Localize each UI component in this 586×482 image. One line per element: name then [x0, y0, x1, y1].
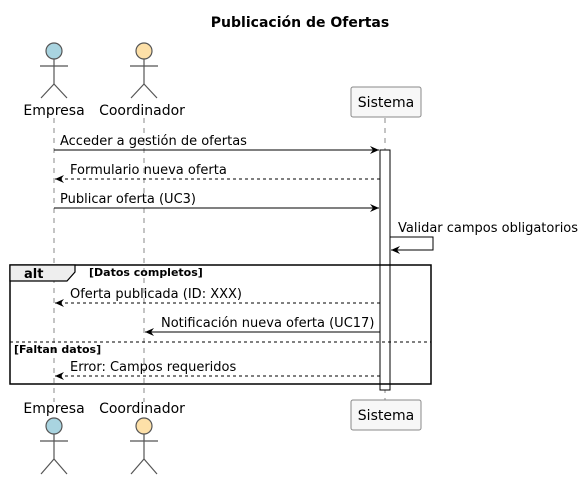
message-m1: Acceder a gestión de ofertas: [54, 134, 379, 154]
participant-sistema-top: Sistema: [350, 86, 422, 118]
message-label: Oferta publicada (ID: XXX): [70, 287, 242, 302]
actor-head-icon: [45, 42, 63, 60]
diagram-title: Publicación de Ofertas: [211, 15, 389, 31]
message-label: Notificación nueva oferta (UC17): [161, 316, 374, 331]
fragment-tab: [9, 264, 76, 282]
message-label: Validar campos obligatorios: [398, 221, 578, 236]
actor-empresa-top: Empresa: [23, 42, 85, 119]
message-m5: Oferta publicada (ID: XXX): [55, 287, 380, 307]
actor-label-empresa: Empresa: [23, 401, 84, 417]
actor-label-empresa: Empresa: [23, 103, 84, 119]
message-m2: Formulario nueva oferta: [55, 163, 380, 183]
actor-head-icon: [135, 417, 153, 435]
actor-head-icon: [135, 42, 153, 60]
participant-sistema-bottom: Sistema: [350, 399, 422, 431]
fragment-keyword: alt: [24, 267, 43, 282]
participant-label-sistema: Sistema: [358, 408, 414, 424]
message-m4-self: Validar campos obligatorios: [390, 221, 578, 254]
fragment-guard-2: [Faltan datos]: [14, 343, 101, 356]
fragment-frame: [9, 264, 432, 385]
message-m6: Notificación nueva oferta (UC17): [145, 316, 380, 336]
message-label: Error: Campos requeridos: [70, 360, 236, 375]
fragment-guard-1: [Datos completos]: [89, 266, 203, 279]
actor-head-icon: [45, 417, 63, 435]
activation-bar-sistema: [379, 149, 391, 391]
message-label: Formulario nueva oferta: [70, 163, 227, 178]
actor-coordinador-bottom: Coordinador: [99, 401, 185, 475]
actor-label-coordinador: Coordinador: [99, 401, 185, 417]
message-label: Publicar oferta (UC3): [60, 192, 196, 207]
actor-label-coordinador: Coordinador: [99, 103, 185, 119]
participant-box: [350, 399, 422, 431]
alt-fragment: alt [Datos completos] [Faltan datos]: [9, 264, 432, 385]
message-m3: Publicar oferta (UC3): [54, 192, 379, 212]
actor-coordinador-top: Coordinador: [99, 42, 185, 119]
message-label: Acceder a gestión de ofertas: [60, 134, 247, 149]
participant-label-sistema: Sistema: [358, 95, 414, 111]
participant-box: [350, 86, 422, 118]
message-m7: Error: Campos requeridos: [55, 360, 380, 380]
actor-empresa-bottom: Empresa: [23, 401, 85, 475]
